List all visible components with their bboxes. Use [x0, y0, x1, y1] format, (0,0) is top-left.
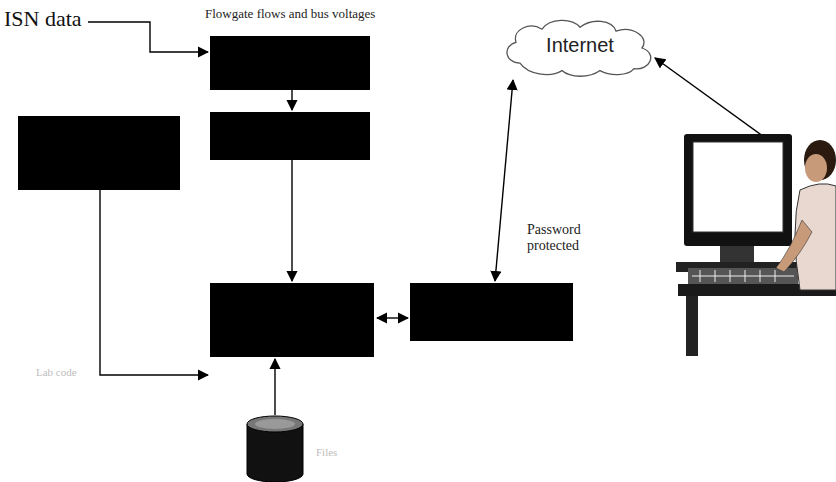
annotation-text: Flowgate flows and bus voltages [205, 7, 375, 22]
annotation-text: Password protected [527, 222, 605, 254]
node-label: Internet [546, 34, 614, 57]
process-box [210, 283, 374, 357]
process-box [18, 116, 180, 190]
process-box [210, 36, 370, 90]
annotation-text: Lab code [36, 366, 77, 379]
process-box [210, 112, 370, 160]
database-cylinder [247, 416, 303, 482]
internet-cloud: Internet [500, 16, 660, 80]
process-box [410, 283, 573, 341]
flow-arrows [88, 22, 782, 415]
user-at-computer [676, 134, 836, 356]
annotation-text: Files [316, 446, 337, 459]
annotation-text: ISN data [4, 6, 82, 31]
